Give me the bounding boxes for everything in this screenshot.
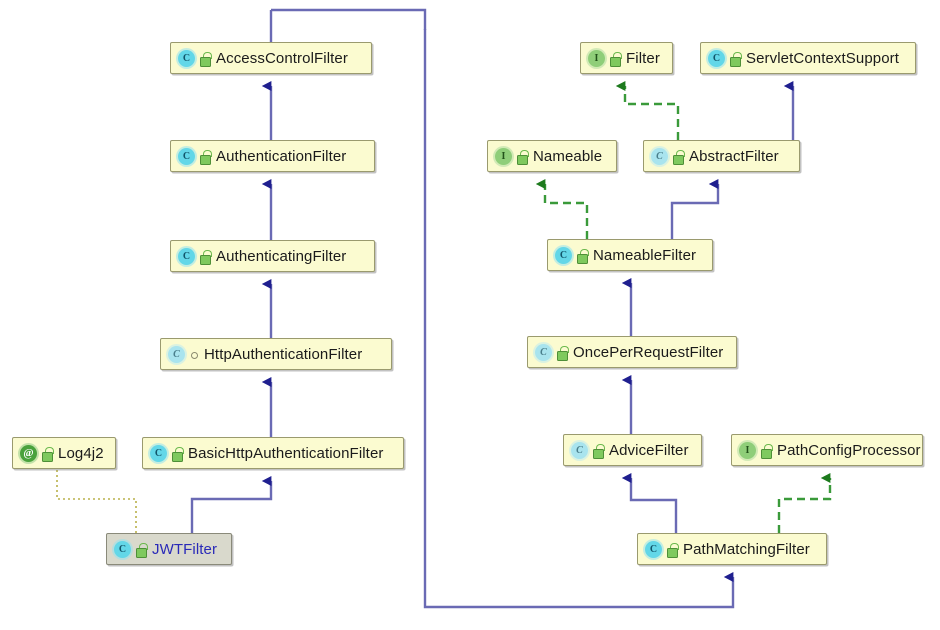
unlocked-padlock-icon (517, 149, 529, 165)
unlocked-padlock-icon (557, 345, 569, 361)
class-node-authenticatingfilter[interactable]: C AuthenticatingFilter (170, 240, 375, 272)
class-node-label: AbstractFilter (689, 147, 779, 165)
class-node-label: NameableFilter (593, 246, 697, 264)
unlocked-padlock-icon (172, 446, 184, 462)
abstract-class-icon: C (651, 147, 668, 165)
class-node-label: PathConfigProcessor (777, 441, 921, 459)
class-icon: C (150, 444, 167, 462)
edge-jwtfilter-log4j2 (56, 469, 137, 533)
unlocked-padlock-icon (667, 542, 679, 558)
class-node-label: AuthenticationFilter (216, 147, 347, 165)
edge-pathmatchingfilter-advicefilter (621, 472, 678, 533)
class-node-nameablefilter[interactable]: C NameableFilter (547, 239, 713, 271)
unlocked-padlock-icon (730, 51, 742, 67)
class-icon: C (178, 147, 195, 165)
unlocked-padlock-icon (200, 51, 212, 67)
class-node-label: AccessControlFilter (216, 49, 348, 67)
class-node-label: Log4j2 (58, 444, 104, 462)
unlocked-padlock-icon (200, 149, 212, 165)
class-node-advicefilter[interactable]: C AdviceFilter (563, 434, 702, 466)
unlocked-padlock-icon (136, 542, 148, 558)
unlocked-padlock-icon (577, 248, 589, 264)
edge-jwtfilter-basichttp (190, 475, 273, 533)
abstract-class-icon: C (535, 343, 552, 361)
class-node-accesscontrolfilter[interactable]: C AccessControlFilter (170, 42, 372, 74)
interface-icon: I (495, 147, 512, 165)
edge-nameablefilter-abstractfilter (670, 178, 720, 239)
package-visibility-icon (190, 348, 199, 361)
class-node-abstractfilter[interactable]: C AbstractFilter (643, 140, 800, 172)
class-node-label: Nameable (533, 147, 603, 165)
unlocked-padlock-icon (42, 446, 54, 462)
edge-pathmatchingfilter-accesscontrolfilter (423, 29, 735, 609)
unlocked-padlock-icon (610, 51, 622, 67)
edge-pathmatchingfilter-pathconfigprocessor (777, 472, 832, 533)
class-node-jwtfilter[interactable]: C JWTFilter (106, 533, 232, 565)
class-icon: C (178, 49, 195, 67)
class-node-basichttpauthenticationfilter[interactable]: C BasicHttpAuthenticationFilter (142, 437, 404, 469)
class-node-authenticationfilter[interactable]: C AuthenticationFilter (170, 140, 375, 172)
interface-icon: I (739, 441, 756, 459)
class-node-httpauthenticationfilter[interactable]: C HttpAuthenticationFilter (160, 338, 392, 370)
class-node-label: AdviceFilter (609, 441, 689, 459)
class-node-label: Filter (626, 49, 660, 67)
class-icon: C (645, 540, 662, 558)
class-node-nameable[interactable]: I Nameable (487, 140, 617, 172)
class-node-label: ServletContextSupport (746, 49, 900, 67)
unlocked-padlock-icon (200, 249, 212, 265)
class-icon: C (555, 246, 572, 264)
edge-accesscontrolfilter-wrap-top (271, 8, 427, 30)
class-node-label: PathMatchingFilter (683, 540, 810, 558)
class-node-onceperrequestfilter[interactable]: C OncePerRequestFilter (527, 336, 737, 368)
edge-abstractfilter-filter (615, 80, 680, 140)
class-node-label: AuthenticatingFilter (216, 247, 347, 265)
class-node-pathmatchingfilter[interactable]: C PathMatchingFilter (637, 533, 827, 565)
abstract-class-icon: C (168, 345, 185, 363)
class-node-label: OncePerRequestFilter (573, 343, 724, 361)
class-node-label: HttpAuthenticationFilter (204, 345, 363, 363)
abstract-class-icon: C (571, 441, 588, 459)
unlocked-padlock-icon (673, 149, 685, 165)
class-icon: C (114, 540, 131, 558)
unlocked-padlock-icon (761, 443, 773, 459)
class-node-log4j2[interactable]: @ Log4j2 (12, 437, 116, 469)
class-node-servletcontextsupport[interactable]: C ServletContextSupport (700, 42, 916, 74)
class-node-pathconfigprocessor[interactable]: I PathConfigProcessor (731, 434, 923, 466)
class-node-filter[interactable]: I Filter (580, 42, 673, 74)
annotation-icon: @ (20, 444, 37, 462)
class-icon: C (178, 247, 195, 265)
class-node-label: BasicHttpAuthenticationFilter (188, 444, 384, 462)
unlocked-padlock-icon (593, 443, 605, 459)
class-node-label: JWTFilter (152, 540, 218, 558)
edge-nameablefilter-nameable (535, 178, 589, 239)
interface-icon: I (588, 49, 605, 67)
class-icon: C (708, 49, 725, 67)
